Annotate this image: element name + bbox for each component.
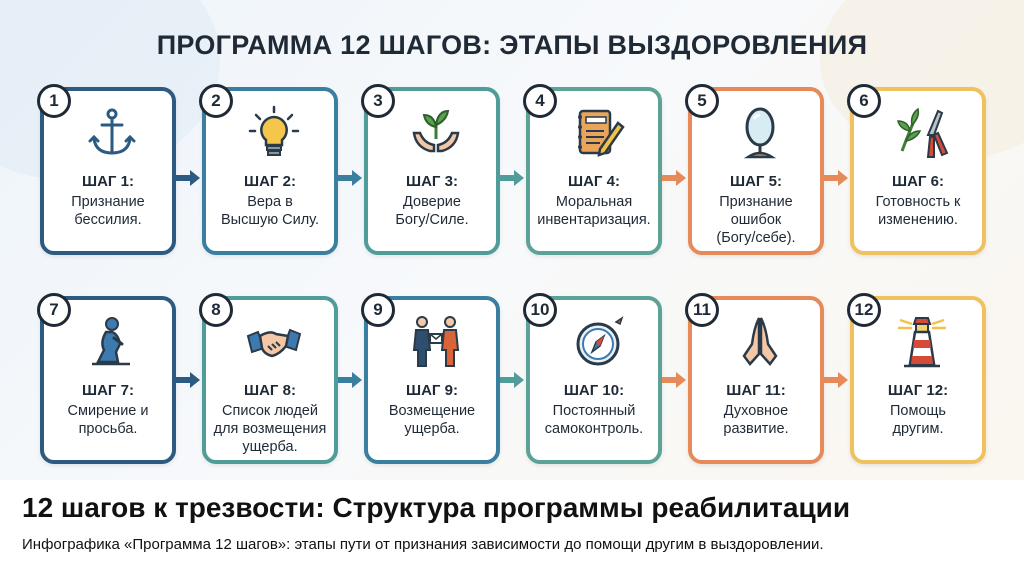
step-card-12: 12 ШАГ 12: Помощь другим. — [847, 293, 986, 464]
kneeling-person-icon — [92, 317, 130, 366]
step-label: ШАГ 12: — [887, 382, 949, 399]
page-title: ПРОГРАММА 12 ШАГОВ: ЭТАПЫ ВЫЗДОРОВЛЕНИЯ — [156, 30, 868, 60]
step-card-9: 9 ШАГ 9: Возмещение ущерба. — [361, 293, 500, 464]
arrow-right-icon — [500, 170, 524, 186]
step-description: Готовность к изменению. — [875, 194, 961, 228]
step-label: ШАГ 11: — [726, 382, 786, 399]
step-description: Духовное развитие. — [723, 403, 789, 437]
anchor-icon — [88, 108, 136, 155]
step-description: Помощь другим. — [889, 403, 946, 437]
caption-footer: 12 шагов к трезвости: Структура программ… — [0, 480, 1024, 572]
step-description: Список людей для возмещения ущерба. — [213, 403, 327, 455]
step-number-badge: 12 — [847, 293, 881, 327]
step-number-badge: 11 — [685, 293, 719, 327]
step-card-4: 4 ШАГ 4: Моральная инвентаризация. — [523, 84, 662, 255]
step-card-1: 1 ШАГ 1: Признание бессилия. — [37, 84, 176, 255]
step-number-badge: 6 — [847, 84, 881, 118]
step-label: ШАГ 10: — [563, 382, 625, 399]
notebook-pen-icon — [578, 109, 625, 157]
lightbulb-icon — [248, 105, 300, 156]
step-description: Доверие Богу/Силе. — [395, 194, 469, 228]
step-number-badge: 10 — [523, 293, 557, 327]
step-card-5: 5 ШАГ 5: Признание ошибок (Богу/себе). — [685, 84, 824, 255]
step-description: Признание бессилия. — [71, 194, 145, 228]
pruning-shears-icon — [897, 107, 949, 158]
step-number-badge: 8 — [199, 293, 233, 327]
arrow-right-icon — [176, 372, 200, 388]
arrow-right-icon — [176, 170, 200, 186]
lighthouse-icon — [898, 317, 946, 368]
arrow-right-icon — [338, 170, 362, 186]
step-description: Вера в Высшую Силу. — [221, 194, 319, 228]
step-number-badge: 5 — [685, 84, 719, 118]
step-number-badge: 2 — [199, 84, 233, 118]
step-label: ШАГ 8: — [244, 382, 296, 399]
step-label: ШАГ 6: — [892, 173, 944, 190]
step-label: ШАГ 5: — [730, 173, 782, 190]
step-card-8: 8 ШАГ 8: Список людей для возмещения уще… — [199, 293, 338, 464]
caption-subtitle: Инфографика «Программа 12 шагов»: этапы … — [22, 536, 824, 553]
step-description: Признание ошибок (Богу/себе). — [716, 194, 796, 246]
step-description: Смирение и просьба. — [67, 403, 149, 437]
mirror-icon — [743, 107, 777, 159]
step-label: ШАГ 3: — [406, 173, 458, 190]
arrow-right-icon — [500, 372, 524, 388]
arrow-right-icon — [662, 372, 686, 388]
hands-plant-icon — [412, 109, 460, 153]
step-label: ШАГ 4: — [568, 173, 620, 190]
step-card-7: 7 ШАГ 7: Смирение и просьба. — [37, 293, 176, 464]
step-label: ШАГ 1: — [82, 173, 134, 190]
step-number-badge: 7 — [37, 293, 71, 327]
step-label: ШАГ 2: — [244, 173, 296, 190]
people-exchange-icon — [412, 316, 460, 367]
arrow-right-icon — [824, 372, 848, 388]
handshake-icon — [246, 328, 302, 358]
step-number-badge: 9 — [361, 293, 395, 327]
step-number-badge: 4 — [523, 84, 557, 118]
praying-hands-icon — [742, 317, 778, 366]
step-card-11: 11 ШАГ 11: Духовное развитие. — [685, 293, 824, 464]
step-number-badge: 1 — [37, 84, 71, 118]
arrow-right-icon — [662, 170, 686, 186]
step-card-10: 10 ШАГ 10: Постоянный самоконтроль. — [523, 293, 662, 464]
step-description: Постоянный самоконтроль. — [544, 403, 644, 437]
compass-icon — [576, 316, 624, 366]
step-card-2: 2 ШАГ 2: Вера в Высшую Силу. — [199, 84, 338, 255]
step-label: ШАГ 7: — [82, 382, 134, 399]
caption-title: 12 шагов к трезвости: Структура программ… — [22, 492, 851, 523]
step-card-3: 3 ШАГ 3: Доверие Богу/Силе. — [361, 84, 500, 255]
step-description: Моральная инвентаризация. — [537, 194, 651, 228]
arrow-right-icon — [824, 170, 848, 186]
step-card-6: 6 ШАГ 6: Готовность к изменению. — [847, 84, 986, 255]
step-description: Возмещение ущерба. — [388, 403, 476, 437]
step-label: ШАГ 9: — [406, 382, 458, 399]
arrow-right-icon — [338, 372, 362, 388]
step-number-badge: 3 — [361, 84, 395, 118]
